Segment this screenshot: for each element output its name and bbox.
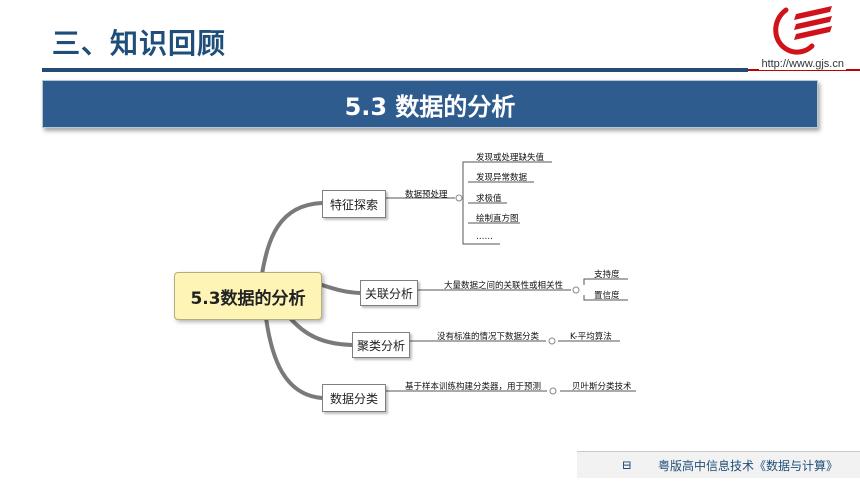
leaf-ellipsis: …… xyxy=(476,232,493,242)
header-rule-accent xyxy=(748,69,860,71)
branch-cluster-analysis: 聚类分析 xyxy=(352,332,410,358)
site-url[interactable]: http://www.gjs.cn xyxy=(759,58,846,70)
detail-unsupervised: 没有标准的情况下数据分类 xyxy=(437,332,540,342)
footer-bar: ⊟ 粤版高中信息技术《数据与计算》 xyxy=(577,451,860,478)
section-title: 三、知识回顾 xyxy=(52,27,227,60)
branch-association-analysis: 关联分析 xyxy=(360,280,418,306)
leaf-confidence: 置信度 xyxy=(594,291,620,301)
branch-data-classification: 数据分类 xyxy=(322,384,386,412)
leaf-bayes: 贝叶斯分类技术 xyxy=(572,382,632,392)
leaf-kmeans: K-平均算法 xyxy=(570,332,612,342)
leaf-extremes: 求极值 xyxy=(476,194,502,204)
mindmap-root: 5.3数据的分析 xyxy=(174,272,322,320)
banner-title: 5.3 数据的分析 xyxy=(344,92,516,121)
branch-feature-exploration: 特征探索 xyxy=(322,190,386,218)
leaf-support: 支持度 xyxy=(594,270,620,280)
footer-text: 粤版高中信息技术《数据与计算》 xyxy=(657,458,838,473)
leaf-histogram: 绘制直方图 xyxy=(476,214,519,224)
leaf-missing-values: 发现或处理缺失值 xyxy=(476,153,545,163)
leaf-outliers: 发现异常数据 xyxy=(476,173,528,183)
detail-correlation: 大量数据之间的关联性或相关性 xyxy=(444,281,564,291)
book-icon: ⊟ xyxy=(621,458,632,472)
detail-classifier: 基于样本训练构建分类器，用于预测 xyxy=(405,382,542,392)
gjs-logo-icon xyxy=(773,6,832,55)
detail-preprocessing: 数据预处理 xyxy=(405,190,448,200)
header-rule xyxy=(42,68,748,72)
slide-banner: 5.3 数据的分析 xyxy=(42,80,818,128)
